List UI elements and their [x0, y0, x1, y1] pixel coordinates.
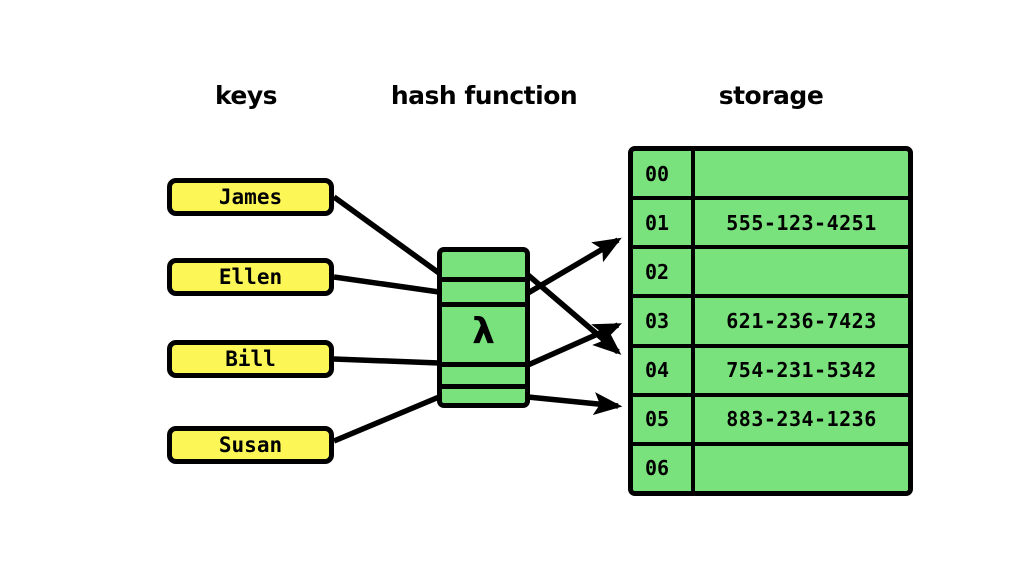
- link-bill-to-hash: [333, 356, 440, 366]
- key-box-ellen[interactable]: Ellen: [167, 258, 334, 296]
- link-ellen-to-hash: [333, 274, 440, 295]
- arrow-hash-to-row-03: [526, 322, 623, 368]
- storage-value: [695, 446, 908, 491]
- storage-index: 01: [633, 200, 695, 246]
- key-label: James: [218, 184, 283, 209]
- table-row[interactable]: 06: [633, 445, 908, 491]
- lambda-symbol: λ: [472, 311, 495, 352]
- table-row[interactable]: 01 555-123-4251: [633, 200, 908, 250]
- storage-value: 555-123-4251: [726, 210, 877, 235]
- storage-index: 00: [633, 151, 695, 197]
- key-box-bill[interactable]: Bill: [167, 340, 334, 378]
- storage-value: 754-231-5342: [726, 358, 877, 383]
- storage-table: 00 01 555-123-4251 02 03 621-236-7423 04…: [628, 146, 913, 496]
- hash-band-divider-3: [442, 362, 525, 367]
- hash-function-box[interactable]: λ: [437, 247, 530, 408]
- link-james-to-hash: [332, 194, 441, 276]
- heading-storage: storage: [718, 81, 824, 110]
- table-row[interactable]: 03 621-236-7423: [633, 298, 908, 348]
- hash-band-divider-4: [442, 384, 525, 389]
- key-box-james[interactable]: James: [167, 178, 334, 216]
- table-row[interactable]: 04 754-231-5342: [633, 347, 908, 397]
- storage-index: 04: [633, 347, 695, 393]
- storage-index: 05: [633, 396, 695, 442]
- storage-index: 03: [633, 298, 695, 344]
- storage-value: 883-234-1236: [726, 407, 877, 432]
- storage-value: [695, 249, 908, 294]
- link-susan-to-hash: [332, 394, 441, 444]
- table-row[interactable]: 02: [633, 249, 908, 299]
- key-label: Susan: [218, 432, 283, 457]
- key-box-susan[interactable]: Susan: [167, 426, 334, 464]
- heading-keys: keys: [214, 81, 278, 110]
- key-label: Ellen: [218, 264, 283, 289]
- storage-index: 02: [633, 249, 695, 295]
- key-label: Bill: [225, 346, 276, 371]
- heading-hash-function: hash function: [390, 81, 578, 110]
- storage-value: 621-236-7423: [726, 308, 877, 333]
- storage-index: 06: [633, 445, 695, 491]
- hash-band-divider-1: [442, 277, 525, 282]
- table-row[interactable]: 05 883-234-1236: [633, 396, 908, 446]
- arrow-hash-to-row-01: [526, 237, 622, 296]
- arrow-hash-to-row-04: [526, 272, 622, 355]
- storage-value: [695, 151, 908, 196]
- table-row[interactable]: 00: [633, 151, 908, 201]
- hash-band-divider-2: [442, 302, 525, 307]
- arrow-hash-to-row-05: [527, 392, 623, 416]
